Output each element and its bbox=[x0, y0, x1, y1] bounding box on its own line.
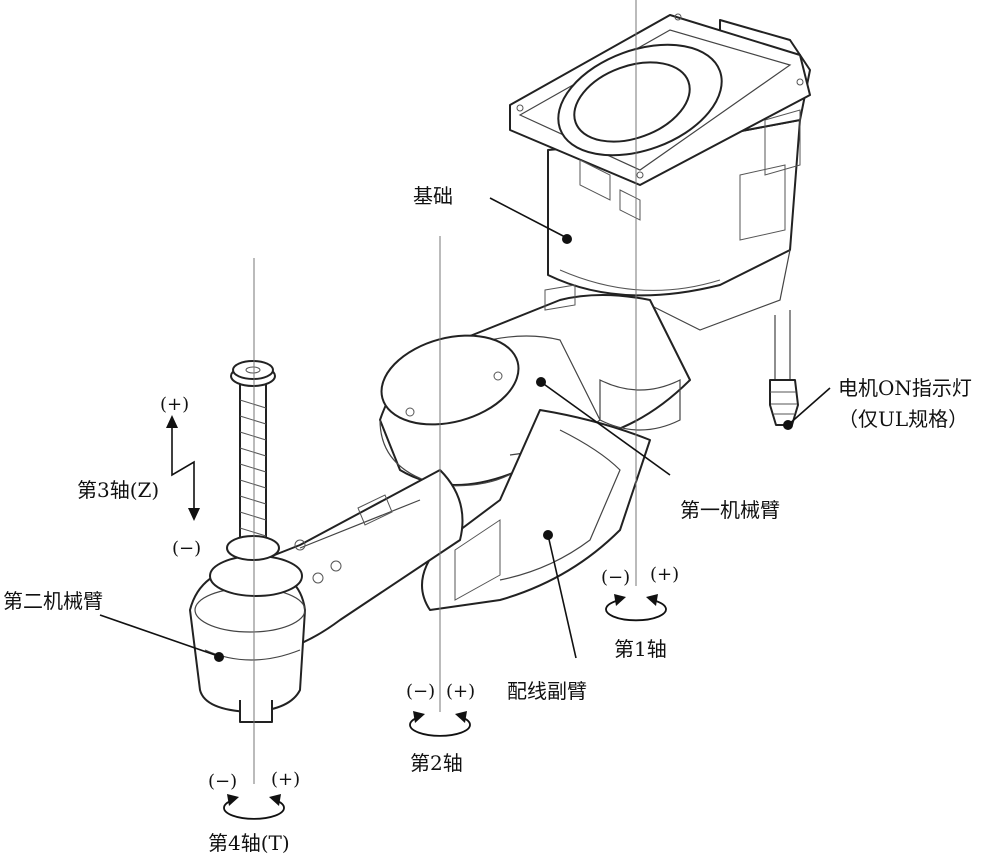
axis3-minus-sign: (−) bbox=[172, 538, 201, 559]
arm1-leader bbox=[536, 377, 671, 476]
axis1-plus-sign: (+) bbox=[650, 564, 679, 585]
axis1-minus-sign: (−) bbox=[601, 567, 630, 588]
axis3-label: 第3轴(Z) bbox=[77, 478, 159, 502]
cable-arm-label: 配线副臂 bbox=[507, 679, 587, 703]
ball-screw-spline bbox=[226, 360, 280, 561]
second-arm-tip bbox=[189, 555, 306, 723]
axis3-plus-sign: (+) bbox=[160, 394, 189, 415]
axis4-label: 第4轴(T) bbox=[208, 831, 290, 855]
cable-arm-leader bbox=[543, 530, 577, 659]
axis2-rotation-arrow bbox=[409, 711, 471, 737]
base-label: 基础 bbox=[413, 184, 453, 208]
base-leader bbox=[489, 197, 572, 244]
axis2-plus-sign: (+) bbox=[446, 681, 475, 702]
axis2-minus-sign: (−) bbox=[406, 681, 435, 702]
axis2-label: 第2轴 bbox=[410, 751, 463, 775]
axis4-rotation-arrow bbox=[223, 794, 285, 820]
arm1-label: 第一机械臂 bbox=[680, 498, 780, 522]
first-arm bbox=[379, 284, 691, 487]
cable-sub-arm bbox=[421, 409, 651, 611]
robot-illustration bbox=[189, 13, 811, 723]
axis-center-lines bbox=[253, 0, 637, 784]
direction-signs: (+) (−) (−) (+) (−) (+) (−) (+) bbox=[160, 394, 679, 792]
axis1-label: 第1轴 bbox=[614, 637, 667, 661]
axis3-arrow bbox=[166, 415, 200, 521]
base-top-flange bbox=[509, 13, 811, 221]
labels: 基础 第一机械臂 第二机械臂 配线副臂 电机ON指示灯 （仅UL规格） 第1轴 … bbox=[3, 184, 972, 855]
led-leader bbox=[783, 387, 831, 430]
arm2-label: 第二机械臂 bbox=[3, 589, 103, 613]
axis4-plus-sign: (+) bbox=[271, 769, 300, 790]
axis4-minus-sign: (−) bbox=[208, 771, 237, 792]
motor-on-indicator bbox=[769, 310, 799, 426]
arm2-leader bbox=[99, 614, 224, 662]
led-label-line1: 电机ON指示灯 bbox=[838, 376, 972, 400]
axis1-rotation-arrow bbox=[605, 594, 667, 622]
led-label-line2: （仅UL规格） bbox=[838, 407, 968, 431]
leader-lines bbox=[99, 197, 831, 662]
